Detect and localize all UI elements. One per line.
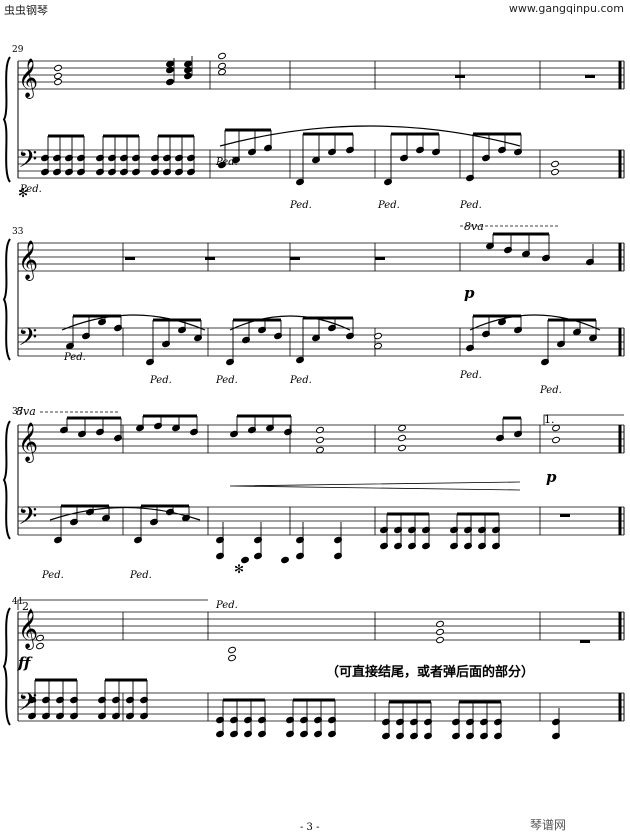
notehead [36,634,44,642]
whole-rest-icon [205,257,215,260]
bass-clef-icon: 𝄢 [18,145,37,180]
notehead [36,642,44,650]
notehead [218,68,226,76]
whole-rest-icon [125,257,135,260]
ottava-mark: 8va [16,405,36,418]
notehead [54,72,62,80]
volta-bracket [17,599,208,610]
notehead [374,332,382,340]
pedal-mark: Ped. [540,385,562,396]
whole-rest-icon [290,257,300,260]
notehead [281,556,289,564]
dynamic-piano: p [546,468,557,486]
measure-number: 33 [12,227,24,237]
system-brace [2,607,11,726]
pedal-mark: Ped. [290,200,312,211]
pedal-mark: Ped. [460,200,482,211]
volta-ending-2: 2. [22,600,33,613]
pedal-mark: Ped. [216,600,238,611]
notehead [218,62,226,70]
notehead [184,66,192,74]
whole-rest-icon [580,640,590,643]
slur [229,315,351,331]
pedal-mark: Ped. [64,352,86,363]
system-brace [2,238,11,361]
volta-ending-1: 1. [544,413,555,426]
slur [61,314,206,331]
watermark: 琴谱网 [530,818,567,832]
notehead [436,628,444,636]
treble-clef-icon: 𝄞 [18,58,38,99]
site-name-left: 虫虫钢琴 [4,4,48,17]
notehead [398,424,406,432]
notehead [316,426,324,434]
whole-rest-icon [455,75,465,78]
pedal-mark: Ped. [378,200,400,211]
notehead [398,434,406,442]
performance-note: （可直接结尾，或者弹后面的部分） [326,665,535,680]
notehead [241,556,249,564]
slur [219,125,521,147]
notehead [166,78,174,86]
pedal-mark: Ped. [216,375,238,386]
notehead [166,66,174,74]
whole-rest-icon [585,75,595,78]
treble-clef-icon: 𝄞 [18,240,38,281]
slur [469,314,601,331]
diminuendo-hairpin [229,481,521,491]
volta-bracket [543,414,624,425]
notehead [166,60,174,68]
notehead [436,636,444,644]
treble-clef-icon: 𝄞 [18,422,38,463]
whole-rest-icon [375,257,385,260]
notehead [551,160,559,168]
notehead [316,436,324,444]
notehead [551,168,559,176]
ottava-mark: 8va [464,220,484,233]
pedal-release: ✻ [234,562,245,576]
slur [49,506,201,521]
notehead [398,444,406,452]
system-brace [2,56,11,183]
system-brace [2,420,11,540]
measure-number: 37 [12,407,24,417]
bass-clef-icon: 𝄢 [18,323,37,358]
bass-clef-icon: 𝄢 [18,502,37,537]
dynamic-fortissimo: ff [18,654,31,672]
notehead [184,60,192,68]
notehead [552,424,560,432]
site-url-right: www.gangqinpu.com [508,2,624,15]
pedal-mark: Ped. [42,570,64,581]
notehead [54,78,62,86]
pedal-release: ✻ [18,186,29,200]
notehead [374,342,382,350]
notehead [436,620,444,628]
notehead [552,436,560,444]
dynamic-piano: p [464,284,475,302]
notehead [316,446,324,454]
page-number: - 3 - [300,822,320,833]
treble-clef-icon: 𝄞 [18,609,38,650]
pedal-mark: Ped. [130,570,152,581]
pedal-mark: Ped. [216,157,238,168]
notehead [228,654,236,662]
pedal-mark: Ped. [460,370,482,381]
whole-rest-icon [560,514,570,517]
pedal-mark: Ped. [20,184,42,195]
measure-number: 29 [12,45,24,55]
notehead [228,646,236,654]
notehead [54,64,62,72]
notehead [184,72,192,80]
pedal-mark: Ped. [150,375,172,386]
pedal-mark: Ped. [290,375,312,386]
notehead [218,52,226,60]
